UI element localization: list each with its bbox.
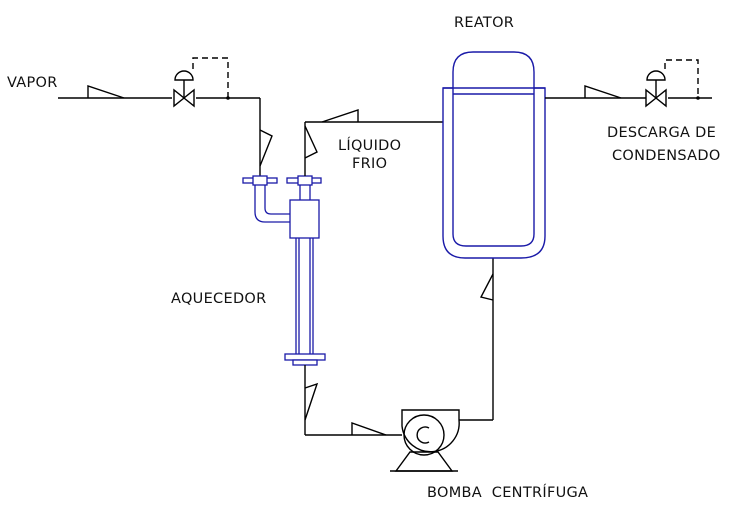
- label-descarga-line1: DESCARGA DE: [607, 125, 716, 141]
- label-aquecedor: AQUECEDOR: [171, 291, 267, 307]
- cold-liquid-line: [304, 121, 443, 176]
- flow-arrow-steam-1: [87, 85, 125, 99]
- flow-arrow-outlet-2: [351, 422, 387, 436]
- flow-arrow-liquid-1: [304, 125, 318, 159]
- flow-arrow-condensate: [584, 85, 622, 99]
- condensate-control-valve-icon: [645, 59, 700, 108]
- flow-arrow-liquid-2: [321, 109, 359, 123]
- flow-arrow-discharge: [479, 273, 494, 301]
- flow-arrow-steam-2: [259, 129, 273, 167]
- label-liquido-line1: LÍQUIDO: [338, 137, 401, 154]
- label-bomba-centrifuga: BOMBA CENTRÍFUGA: [427, 484, 588, 501]
- label-vapor: VAPOR: [7, 75, 58, 91]
- steam-line: [58, 97, 261, 181]
- label-liquido-line2: FRIO: [352, 156, 387, 172]
- pump-discharge-line: [459, 258, 494, 421]
- steam-control-valve-icon: [173, 57, 230, 108]
- heater-shell-and-tube: [242, 175, 326, 366]
- flow-arrow-outlet-1: [304, 382, 319, 421]
- label-reator: REATOR: [454, 15, 514, 31]
- heater-outlet-line: [304, 365, 402, 436]
- reactor-vessel: [442, 51, 546, 259]
- centrifugal-pump-icon: [390, 409, 460, 472]
- label-descarga-line2: CONDENSADO: [612, 148, 721, 164]
